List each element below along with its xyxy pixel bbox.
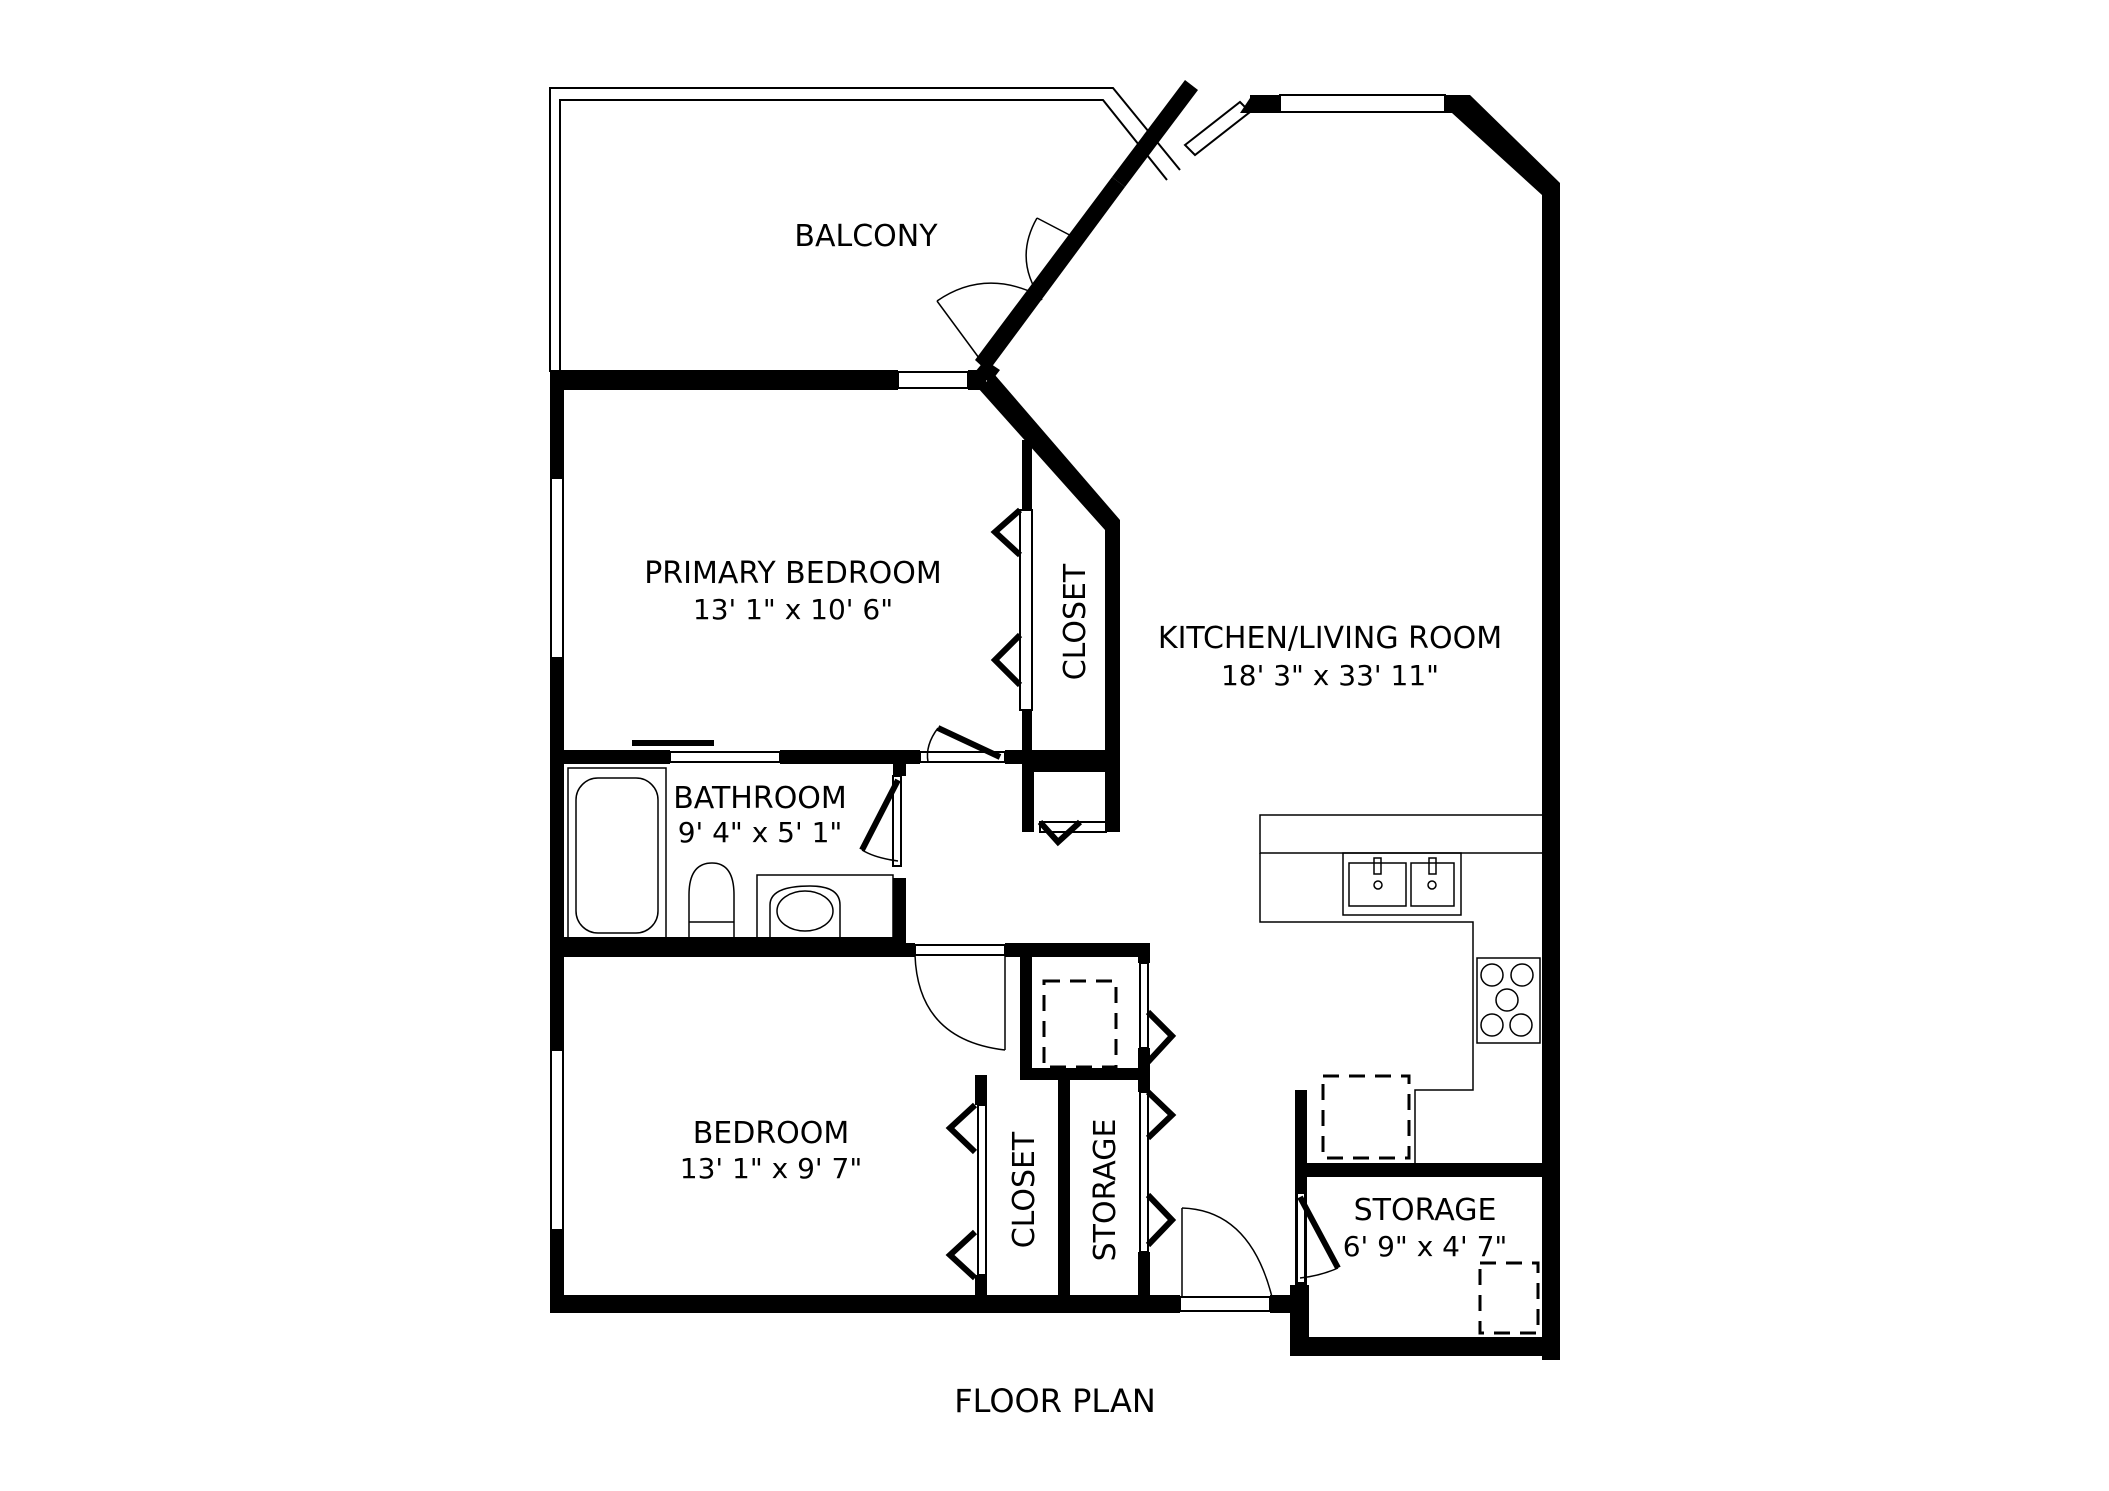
primary-closet-label: CLOSET xyxy=(1058,563,1093,680)
storage-dimensions: 6' 9" x 4' 7" xyxy=(1343,1230,1508,1263)
storage-unit-icon xyxy=(1478,1261,1540,1335)
primary-bedroom-label: PRIMARY BEDROOM xyxy=(644,556,942,591)
bathroom-label: BATHROOM xyxy=(673,781,847,816)
kitchen-living-dimensions: 18' 3" x 33' 11" xyxy=(1221,659,1439,692)
balcony-label: BALCONY xyxy=(794,219,938,254)
kitchen-living-label: KITCHEN/LIVING ROOM xyxy=(1158,621,1502,656)
water-heater-icon xyxy=(1042,979,1118,1069)
washer-dryer-icon xyxy=(1321,1074,1411,1160)
door-swing xyxy=(1025,217,1043,301)
bathtub-icon xyxy=(567,767,667,944)
bedroom-label: BEDROOM xyxy=(693,1116,850,1151)
window xyxy=(550,477,564,659)
stove-icon xyxy=(1476,957,1541,1044)
floor-plan-caption: FLOOR PLAN xyxy=(954,1382,1156,1420)
sink-icon xyxy=(756,874,894,944)
window xyxy=(1279,94,1446,113)
bedroom-dimensions: 13' 1" x 9' 7" xyxy=(680,1152,862,1185)
doors xyxy=(859,217,1341,1298)
primary-bedroom-dimensions: 13' 1" x 10' 6" xyxy=(693,593,893,626)
hall-storage-label: STORAGE xyxy=(1088,1119,1123,1262)
door-threshold xyxy=(1179,1296,1271,1312)
bedroom-closet-label: CLOSET xyxy=(1007,1131,1042,1248)
balcony-railing xyxy=(549,87,1181,372)
toilet-icon xyxy=(688,862,735,944)
storage-label: STORAGE xyxy=(1354,1193,1497,1228)
window xyxy=(897,371,969,389)
double-sink-icon xyxy=(1342,852,1462,916)
walls xyxy=(550,80,1560,1360)
bathroom-dimensions: 9' 4" x 5' 1" xyxy=(678,816,843,849)
window xyxy=(550,1049,564,1231)
